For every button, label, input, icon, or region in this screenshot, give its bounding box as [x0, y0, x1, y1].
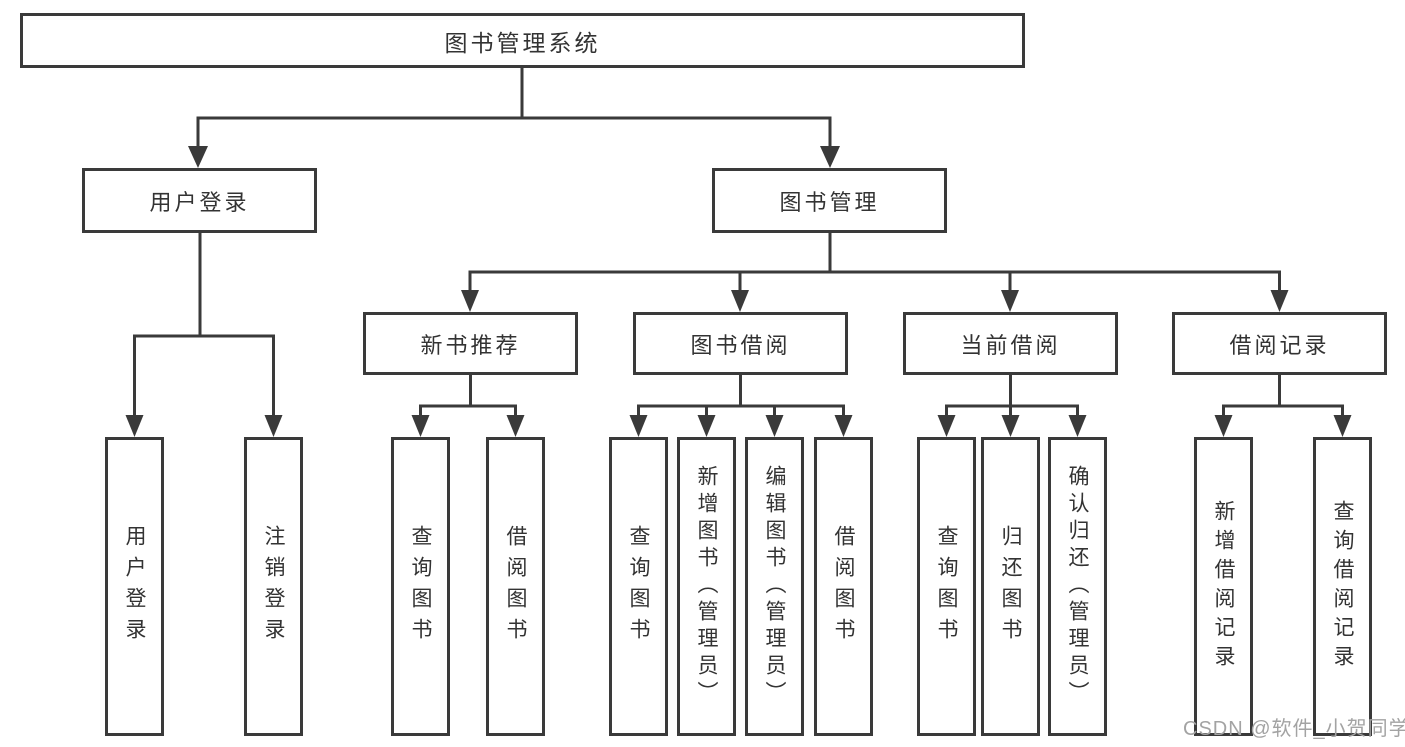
- node-label: 新书推荐: [420, 332, 521, 358]
- node-label: 图书借阅: [690, 332, 791, 358]
- arrow-head: [765, 415, 784, 437]
- node-label: 当前借阅: [960, 332, 1061, 358]
- csdn-watermark: CSDN @软件_小贺同学: [1183, 718, 1405, 740]
- node-current-borrow: 当前借阅: [903, 312, 1118, 375]
- leaf-logout: 注销登录: [244, 437, 303, 736]
- node-new-book-recommend: 新书推荐: [363, 312, 578, 375]
- leaf-query-borrow-record: 查询借阅记录: [1313, 437, 1372, 736]
- arrow-head: [834, 415, 853, 437]
- node-label: 图书管理系统: [444, 29, 601, 56]
- arrow-head: [1001, 415, 1020, 437]
- leaf-user-login: 用户登录: [105, 437, 164, 736]
- connector-new-book-recommend-children: [411, 375, 525, 437]
- arrow-head: [411, 415, 430, 437]
- leaf-label: 用户登录: [123, 524, 146, 649]
- connector-book-borrow-children: [629, 375, 853, 437]
- arrow-head: [629, 415, 648, 437]
- leaf-label: 查询借阅记录: [1331, 499, 1354, 674]
- arrow-head: [125, 415, 144, 437]
- arrow-head: [1068, 415, 1087, 437]
- node-user-login: 用户登录: [82, 168, 317, 233]
- connector-book-management-children: [461, 233, 1289, 312]
- leaf-label: 编辑图书（管理员）: [763, 465, 786, 708]
- leaf-label: 注销登录: [262, 524, 285, 649]
- leaf-label: 新增图书（管理员）: [695, 465, 718, 708]
- arrow-head: [461, 290, 479, 312]
- arrow-head: [1333, 415, 1352, 437]
- leaf-label: 查询图书: [627, 524, 650, 649]
- arrow-head: [1214, 415, 1233, 437]
- node-borrow-records: 借阅记录: [1172, 312, 1387, 375]
- leaf-borrow-books-recommend: 借阅图书: [486, 437, 545, 736]
- node-library-system: 图书管理系统: [20, 13, 1025, 68]
- leaf-return-books: 归还图书: [981, 437, 1040, 736]
- leaf-edit-books-admin: 编辑图书（管理员）: [745, 437, 804, 736]
- arrow-head: [731, 290, 749, 312]
- leaf-query-books-borrow: 查询图书: [609, 437, 668, 736]
- arrow-head: [697, 415, 716, 437]
- arrow-head: [264, 415, 283, 437]
- node-label: 用户登录: [149, 189, 250, 215]
- leaf-confirm-return-admin: 确认归还（管理员）: [1048, 437, 1107, 736]
- connector-borrow-records-children: [1214, 375, 1352, 437]
- leaf-label: 借阅图书: [832, 524, 855, 649]
- arrow-head: [937, 415, 956, 437]
- leaf-label: 新增借阅记录: [1212, 499, 1235, 674]
- node-book-management: 图书管理: [712, 168, 947, 233]
- connector-current-borrow-children: [937, 375, 1087, 437]
- arrow-head: [1270, 290, 1289, 312]
- leaf-add-books-admin: 新增图书（管理员）: [677, 437, 736, 736]
- leaf-borrow-books: 借阅图书: [814, 437, 873, 736]
- arrow-head: [506, 415, 525, 437]
- connector-user-login-children: [125, 233, 283, 437]
- connector-root-to-level2: [188, 68, 840, 168]
- node-label: 图书管理: [779, 189, 880, 215]
- leaf-label: 查询图书: [935, 524, 958, 649]
- arrow-head: [1001, 290, 1019, 312]
- leaf-add-borrow-record: 新增借阅记录: [1194, 437, 1253, 736]
- node-book-borrow: 图书借阅: [633, 312, 848, 375]
- arrow-head: [188, 146, 208, 168]
- node-label: 借阅记录: [1229, 332, 1330, 358]
- leaf-query-books-recommend: 查询图书: [391, 437, 450, 736]
- leaf-label: 确认归还（管理员）: [1066, 465, 1089, 708]
- leaf-query-books-current: 查询图书: [917, 437, 976, 736]
- arrow-head: [820, 146, 840, 168]
- leaf-label: 归还图书: [999, 524, 1022, 649]
- leaf-label: 借阅图书: [504, 524, 527, 649]
- leaf-label: 查询图书: [409, 524, 432, 649]
